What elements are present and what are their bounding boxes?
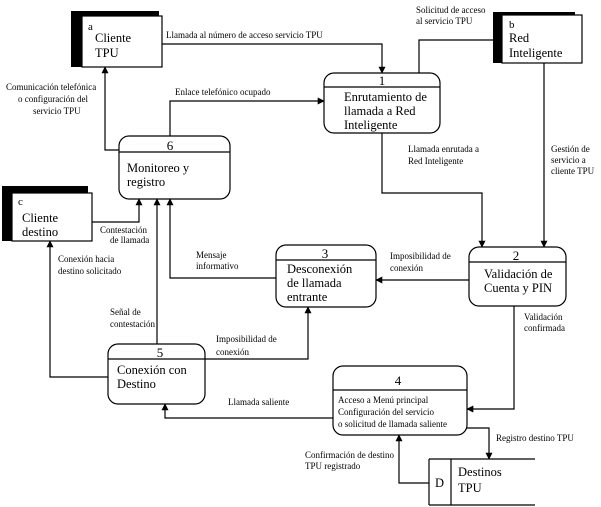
label-datastore-to-p4-2: TPU registrado [305, 461, 361, 471]
label-p5-to-p3-1: Imposibilidad de [216, 334, 277, 344]
process-2-number: 2 [513, 248, 520, 263]
label-p6-to-a-3: servicio TPU [33, 106, 81, 116]
label-p6-to-a-2: o configuración del [18, 94, 88, 104]
process-3-line3: entrante [287, 290, 328, 304]
process-4-number: 4 [395, 373, 402, 388]
flow-p6-to-p1 [169, 97, 325, 136]
label-p1-to-p2-2: Red Inteligente [408, 156, 463, 166]
process-4: 4 Acceso a Menú principal Configuración … [332, 365, 468, 436]
label-p1-to-b-1: Solicitud de acceso [416, 5, 486, 15]
label-b-to-p2-1: Gestión de [551, 144, 590, 154]
entity-c-line1: Cliente [22, 211, 59, 225]
process-5-line2: Destino [117, 377, 156, 391]
label-p5-to-p6-2: contestación [110, 319, 155, 329]
label-p1-to-p2-1: Llamada enrutada a [408, 144, 479, 154]
entity-b-line1: Red [509, 31, 530, 45]
flow-p1-to-p2 [381, 133, 486, 248]
label-p2-to-p4-1: Validación [524, 312, 563, 322]
process-5: 5 Conexión con Destino [107, 343, 206, 405]
process-4-line2: Configuración del servicio [338, 407, 434, 417]
datastore-id: D [435, 476, 444, 490]
flow-p4-to-datastore [467, 427, 493, 460]
label-b-to-p2-3: cliente TPU [551, 166, 595, 176]
flow-p6-to-a [101, 66, 119, 151]
flow-datastore-to-p4 [395, 434, 429, 484]
entity-b-letter: b [509, 19, 515, 31]
process-6-line2: registro [127, 175, 165, 189]
process-1-line3: Inteligente [344, 118, 398, 132]
label-p6-to-p1: Enlace telefónico ocupado [175, 87, 271, 97]
process-6-number: 6 [167, 138, 174, 153]
process-2-line1: Validación de [484, 267, 553, 281]
process-6: 6 Monitoreo y registro [118, 135, 231, 200]
flow-c-to-p6 [92, 198, 143, 223]
entity-b-line2: Inteligente [509, 46, 563, 60]
label-p4-to-datastore: Registro destino TPU [496, 433, 574, 443]
label-c-to-p6-2: de llamada [110, 235, 149, 245]
label-c-to-p6-1: Contestación [100, 225, 147, 235]
datastore-line1: Destinos [458, 465, 502, 479]
process-1-line1: Enrutamiento de [344, 90, 427, 104]
process-3-line1: Desconexión [287, 262, 353, 276]
label-b-to-p2-2: servicio a [551, 155, 586, 165]
flow-p1-to-b [418, 36, 501, 73]
datastore-line2: TPU [458, 481, 482, 495]
entity-cliente-tpu: a Cliente TPU [71, 11, 163, 68]
entity-a-line2: TPU [95, 46, 119, 60]
process-3-number: 3 [322, 246, 329, 261]
process-4-line3: o solicitud de llamada saliente [338, 419, 447, 429]
flow-a-to-p1 [162, 43, 386, 74]
label-p6-to-a-1: Comunicación telefónica [6, 82, 96, 92]
label-p5-to-c-2: destino solicitado [58, 266, 122, 276]
process-3-line2: de llamada [287, 276, 342, 290]
label-p5-to-c-1: Conexión hacia [58, 254, 114, 264]
entity-c-letter: c [18, 196, 23, 208]
process-5-number: 5 [157, 345, 164, 360]
label-p2-to-p3-2: conexión [390, 263, 423, 273]
entity-red-inteligente: b Red Inteligente [493, 12, 583, 64]
label-p5-to-p3-2: conexión [216, 347, 249, 357]
flow-p2-to-p4 [466, 306, 515, 413]
label-p5-to-p6-1: Señal de [110, 307, 141, 317]
flow-p5-to-c [46, 240, 108, 378]
process-1: 1 Enrutamiento de llamada a Red Intelige… [323, 72, 441, 134]
datastore-destinos-tpu: D Destinos TPU [428, 458, 535, 506]
entity-a-letter: a [88, 21, 93, 33]
process-4-line1: Acceso a Menú principal [338, 395, 429, 405]
label-p4-to-p5: Llamada saliente [228, 397, 289, 407]
process-3: 3 Desconexión de llamada entrante [275, 244, 377, 308]
label-p3-to-p6-2: informativo [196, 261, 239, 271]
process-6-line1: Monitoreo y [127, 161, 190, 175]
label-p2-to-p4-2: confirmada [524, 323, 565, 333]
process-2: 2 Validación de Cuenta y PIN [468, 246, 567, 307]
entity-cliente-destino: c Cliente destino [2, 186, 93, 242]
process-1-number: 1 [379, 73, 386, 88]
flow-p3-to-p6 [166, 198, 276, 279]
process-1-line2: llamada a Red [344, 104, 416, 118]
label-a-to-p1: Llamada al número de acceso servicio TPU [166, 30, 323, 40]
label-p2-to-p3-1: Imposibilidad de [390, 251, 451, 261]
label-p3-to-p6-1: Mensaje [196, 250, 227, 260]
label-p1-to-b-2: al servicio TPU [416, 16, 473, 26]
process-5-line1: Conexión con [117, 363, 188, 377]
entity-c-line2: destino [22, 225, 58, 239]
flow-p5-to-p3 [205, 306, 312, 360]
flow-p4-to-p5 [161, 403, 333, 419]
label-datastore-to-p4-1: Confirmación de destino [305, 450, 394, 460]
process-2-line2: Cuenta y PIN [484, 281, 552, 295]
entity-a-line1: Cliente [95, 31, 132, 45]
